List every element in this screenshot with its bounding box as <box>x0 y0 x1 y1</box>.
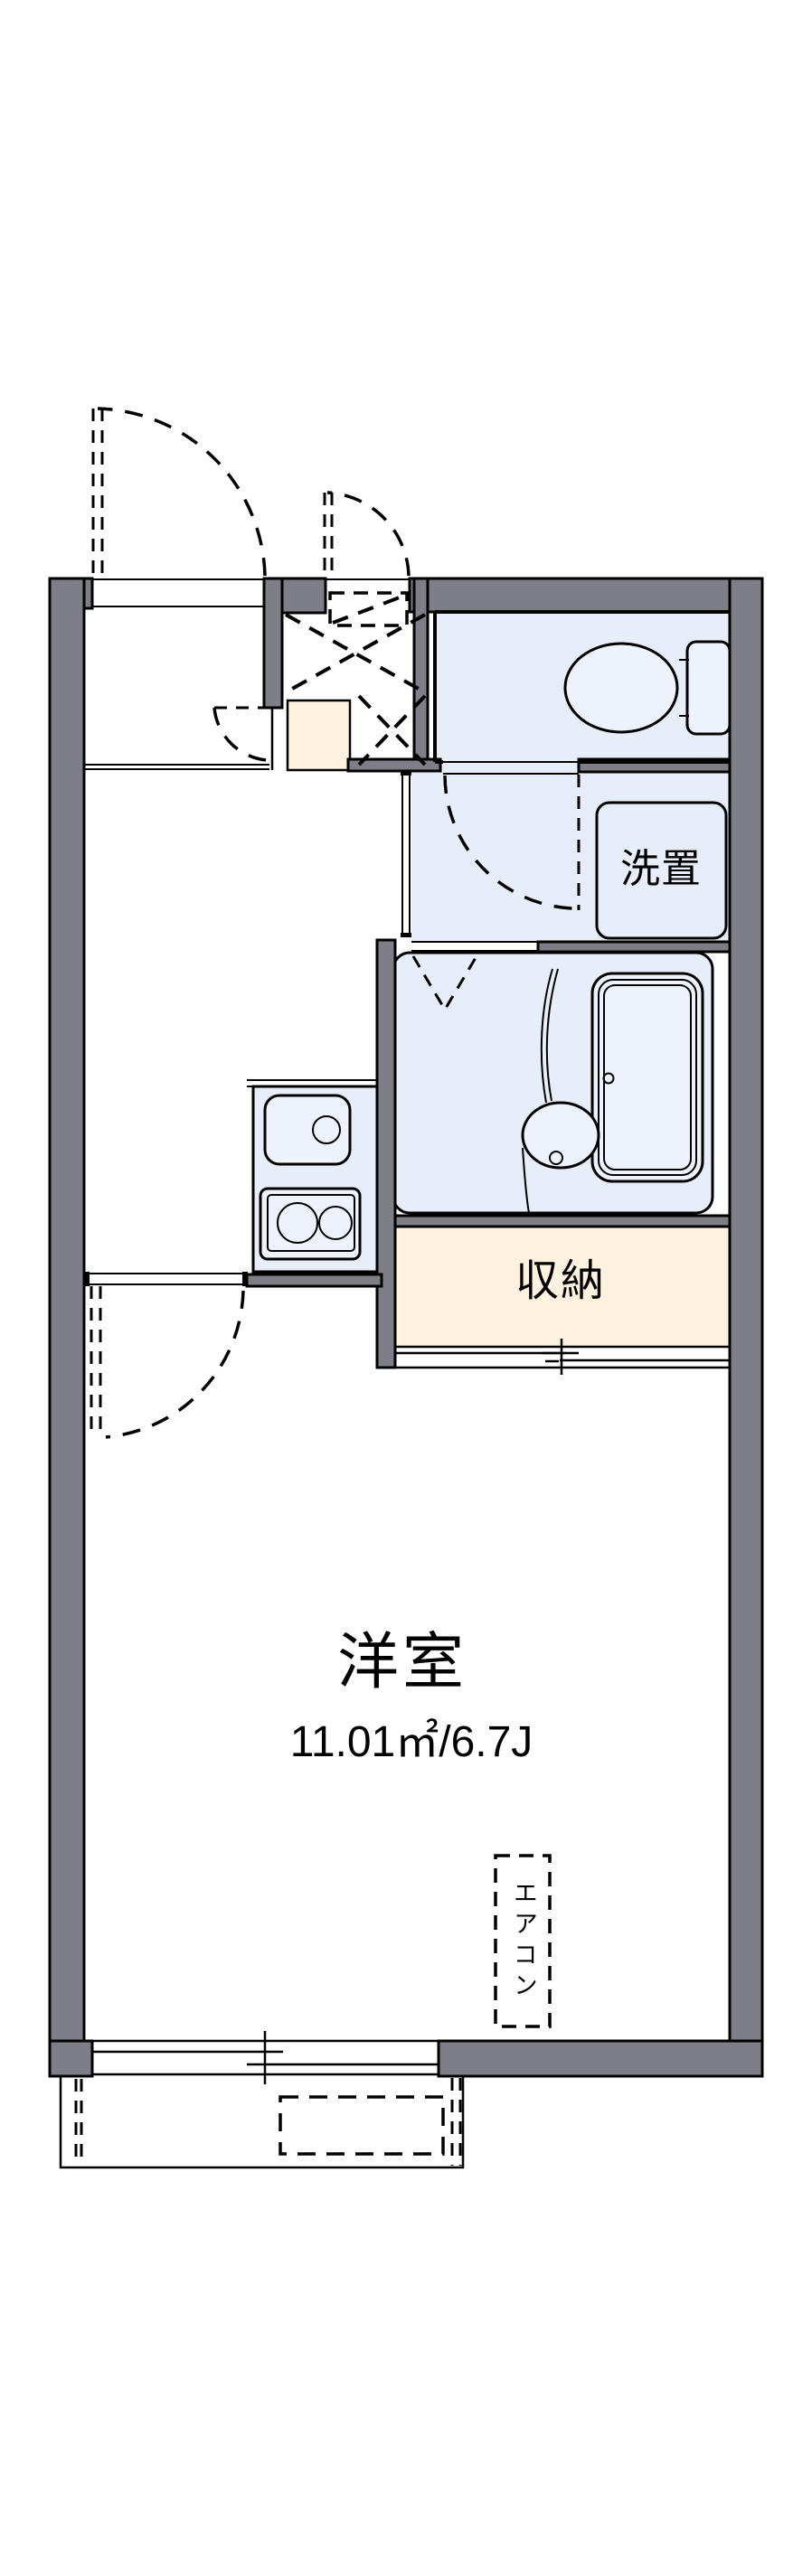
balcony-left-divider <box>74 2079 83 2164</box>
doors <box>90 407 581 1439</box>
sliding-door-handle-ticks <box>543 1339 579 1375</box>
wall-bathroom-left <box>375 938 397 1369</box>
shoe-cabinet-box <box>328 591 409 627</box>
main-window <box>90 2031 440 2084</box>
shower-pipe-line <box>540 968 559 1104</box>
entrance-door-leaf <box>91 409 104 578</box>
door-cap-left <box>84 1272 90 1286</box>
washing-machine-pan <box>595 801 728 940</box>
main-room-door-header <box>89 1273 242 1285</box>
toilet-seat-hinge <box>679 659 689 717</box>
bathroom-door-header <box>411 941 538 952</box>
balcony <box>59 2076 465 2169</box>
door-cap-right <box>242 1272 248 1286</box>
toilet-tank <box>685 640 732 736</box>
toilet-room-outline <box>433 610 730 764</box>
washroom-opening <box>401 771 411 937</box>
wall-entrance-right <box>412 577 430 772</box>
stove-unit <box>259 1187 362 1261</box>
shoe-cabinet-diagonal <box>332 594 405 625</box>
toilet-door-swing <box>443 775 573 910</box>
wash-basin-drain <box>549 1151 563 1165</box>
main-room-door-leaf <box>90 1286 102 1437</box>
main-room-area-label: 11.01㎡/6.7J <box>289 1718 533 1766</box>
toilet-door-threshold <box>443 761 579 775</box>
wall-bathroom-bottom <box>393 1214 732 1228</box>
fixtures <box>251 640 732 1274</box>
wash-basin <box>521 1101 600 1170</box>
entrance-step <box>286 699 352 772</box>
aircon-box <box>494 1854 552 2028</box>
stove-burner-right <box>318 1206 353 1240</box>
cabinet-x-upper <box>285 613 426 694</box>
storage-sliding-door <box>395 1339 730 1375</box>
bathtub-handle <box>602 1072 615 1085</box>
wall-bottom <box>437 2039 764 2078</box>
bathtub-outer <box>590 972 704 1183</box>
wall-bathroom-top <box>536 940 732 954</box>
wall-right <box>728 577 764 2078</box>
laundry-label: 洗置 <box>620 847 702 891</box>
main-room-label: 洋室 <box>336 1628 467 1697</box>
main-room-door-swing <box>105 1290 245 1439</box>
aircon-label: エアコン <box>509 1880 537 2003</box>
storage-label: 収納 <box>515 1257 606 1305</box>
balcony-equipment-area <box>279 2095 445 2156</box>
top-storage-door-swing <box>326 491 411 577</box>
basin-counter-line <box>522 1147 530 1214</box>
storage-floor <box>395 1227 730 1345</box>
toilet-bowl <box>563 642 679 734</box>
top-storage-door-leaf <box>323 493 334 578</box>
washroom-opening-cap-bottom <box>401 933 411 937</box>
wall-below-entrance <box>346 757 442 773</box>
partitions-openings <box>84 578 730 1286</box>
kitchen-sink <box>263 1094 352 1166</box>
wall-entrance-left <box>262 577 284 710</box>
sink-drain <box>312 1115 341 1144</box>
entrance-door-swing <box>97 407 267 577</box>
wall-kitchen-bottom <box>245 1273 383 1288</box>
balcony-outline <box>59 2076 465 2169</box>
wall-left-bottom-stub <box>48 2039 94 2078</box>
bathtub-mid <box>598 979 697 1176</box>
wall-left <box>48 577 86 2078</box>
walls <box>48 577 764 2078</box>
balcony-right-divider <box>450 2078 462 2166</box>
wall-top-right <box>408 577 764 614</box>
washroom-opening-cap-top <box>401 771 411 776</box>
hall-door-swing <box>212 707 268 762</box>
stove-inner <box>267 1194 355 1252</box>
entrance-opening <box>92 578 264 607</box>
cabinet-x-lower <box>357 694 427 766</box>
hall-kitchen-threshold <box>84 764 269 770</box>
stove-burner-left <box>277 1202 318 1244</box>
entrance-cabinet-marks <box>285 591 427 766</box>
